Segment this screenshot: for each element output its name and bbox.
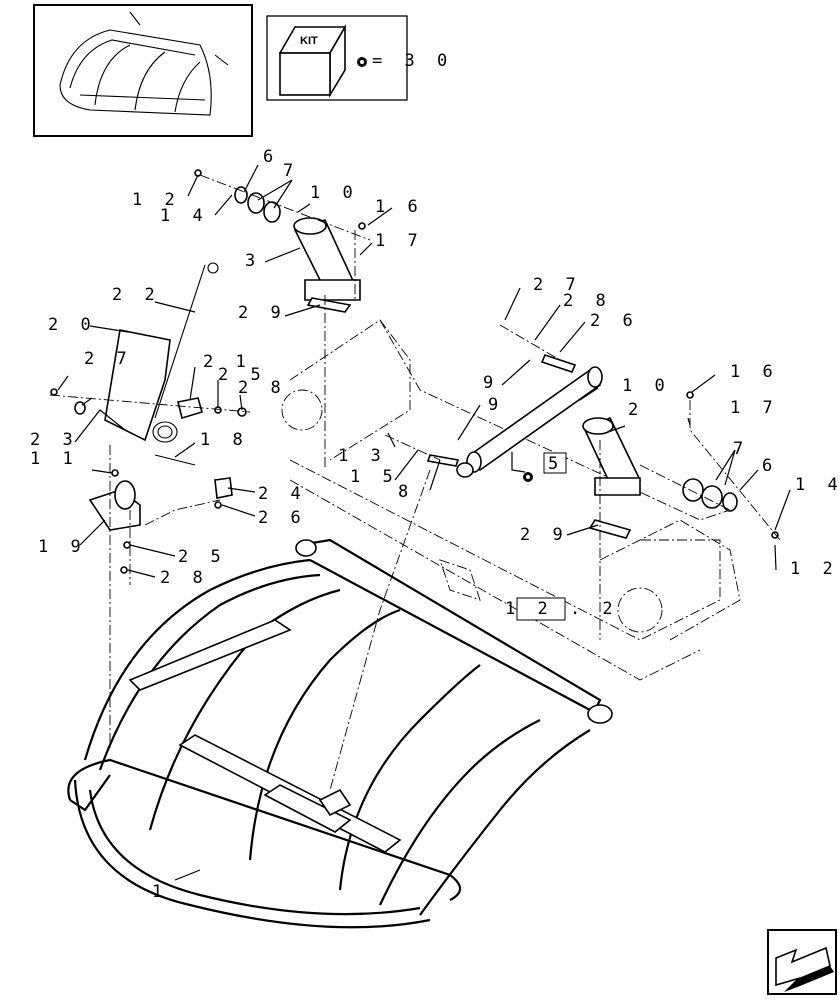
cradle-frame <box>67 538 613 929</box>
callout-22: 2 2 <box>112 285 161 305</box>
callout-12: 1 2 <box>790 559 839 579</box>
callout-27: 2 7 <box>84 349 133 369</box>
callout-18: 1 8 <box>200 430 249 450</box>
callout-7: 7 <box>733 439 749 459</box>
callout-11: 1 1 <box>30 449 79 469</box>
leader-lines <box>57 164 791 881</box>
callout-19: 1 9 <box>38 537 87 557</box>
callout-7: 7 <box>283 161 299 181</box>
callout-2: 2 <box>628 400 644 420</box>
callout-8: 8 <box>398 482 414 502</box>
callout-21: 2 1 <box>203 352 252 372</box>
callout-12: 1 2 <box>132 190 181 210</box>
support-right <box>582 416 642 539</box>
bracket <box>88 469 233 574</box>
kit-reference-text: = 3 0 <box>372 51 453 71</box>
reference-box-5[interactable]: 5 <box>511 452 567 482</box>
callout-20: 2 0 <box>48 315 97 335</box>
callout-6: 6 <box>762 456 778 476</box>
callout-26: 2 6 <box>258 508 307 528</box>
callout-3: 3 <box>245 251 261 271</box>
callout-28: 2 8 <box>238 378 287 398</box>
callout-14: 1 4 <box>795 475 840 495</box>
callout-14: 1 4 <box>160 206 209 226</box>
bushings-lower <box>682 391 779 539</box>
callout-26: 2 6 <box>590 311 639 331</box>
bushings-upper <box>194 169 366 230</box>
callout-24: 2 4 <box>258 484 307 504</box>
thumbnail-assembly-icon[interactable] <box>33 4 253 137</box>
callout-16: 1 6 <box>730 362 779 382</box>
reference-12-2-label: 1 2 . 2 <box>505 599 619 619</box>
main-frame <box>281 319 741 681</box>
callout-1: 1 <box>152 882 168 902</box>
assembly-guidelines <box>49 174 781 791</box>
callout-25: 2 5 <box>178 547 227 567</box>
kit-cube-icon <box>278 24 347 98</box>
callout-10: 1 0 <box>310 183 359 203</box>
callout-28: 2 8 <box>563 291 612 311</box>
callout-13: 1 3 <box>338 446 387 466</box>
kit-legend: KIT = 3 0 <box>266 15 453 101</box>
callout-23: 2 3 <box>30 430 79 450</box>
support-left <box>293 217 361 313</box>
callout-10: 1 0 <box>622 376 671 396</box>
callout-27: 2 7 <box>533 275 582 295</box>
callout-17: 1 7 <box>375 231 424 251</box>
callout-29: 2 9 <box>520 525 569 545</box>
kit-label: KIT <box>300 35 318 47</box>
callout-15: 1 5 <box>350 467 399 487</box>
navigation-arrow-icon[interactable] <box>767 929 837 995</box>
callout-9: 9 <box>488 395 504 415</box>
callout-6: 6 <box>263 147 279 167</box>
callout-17: 1 7 <box>730 398 779 418</box>
callout-29: 2 9 <box>238 303 287 323</box>
reference-box-12-2[interactable]: 1 2 . 2 <box>505 597 619 621</box>
callout-9: 9 <box>483 373 499 393</box>
callout-16: 1 6 <box>375 197 424 217</box>
callout-25: 2 5 <box>218 365 267 385</box>
callout-28: 2 8 <box>160 568 209 588</box>
lever-assembly <box>50 262 247 466</box>
reference-5-label: 5 <box>548 454 564 474</box>
callouts: 6 7 1 2 1 4 1 0 1 6 1 7 3 2 2 2 9 2 0 2 … <box>30 147 840 902</box>
